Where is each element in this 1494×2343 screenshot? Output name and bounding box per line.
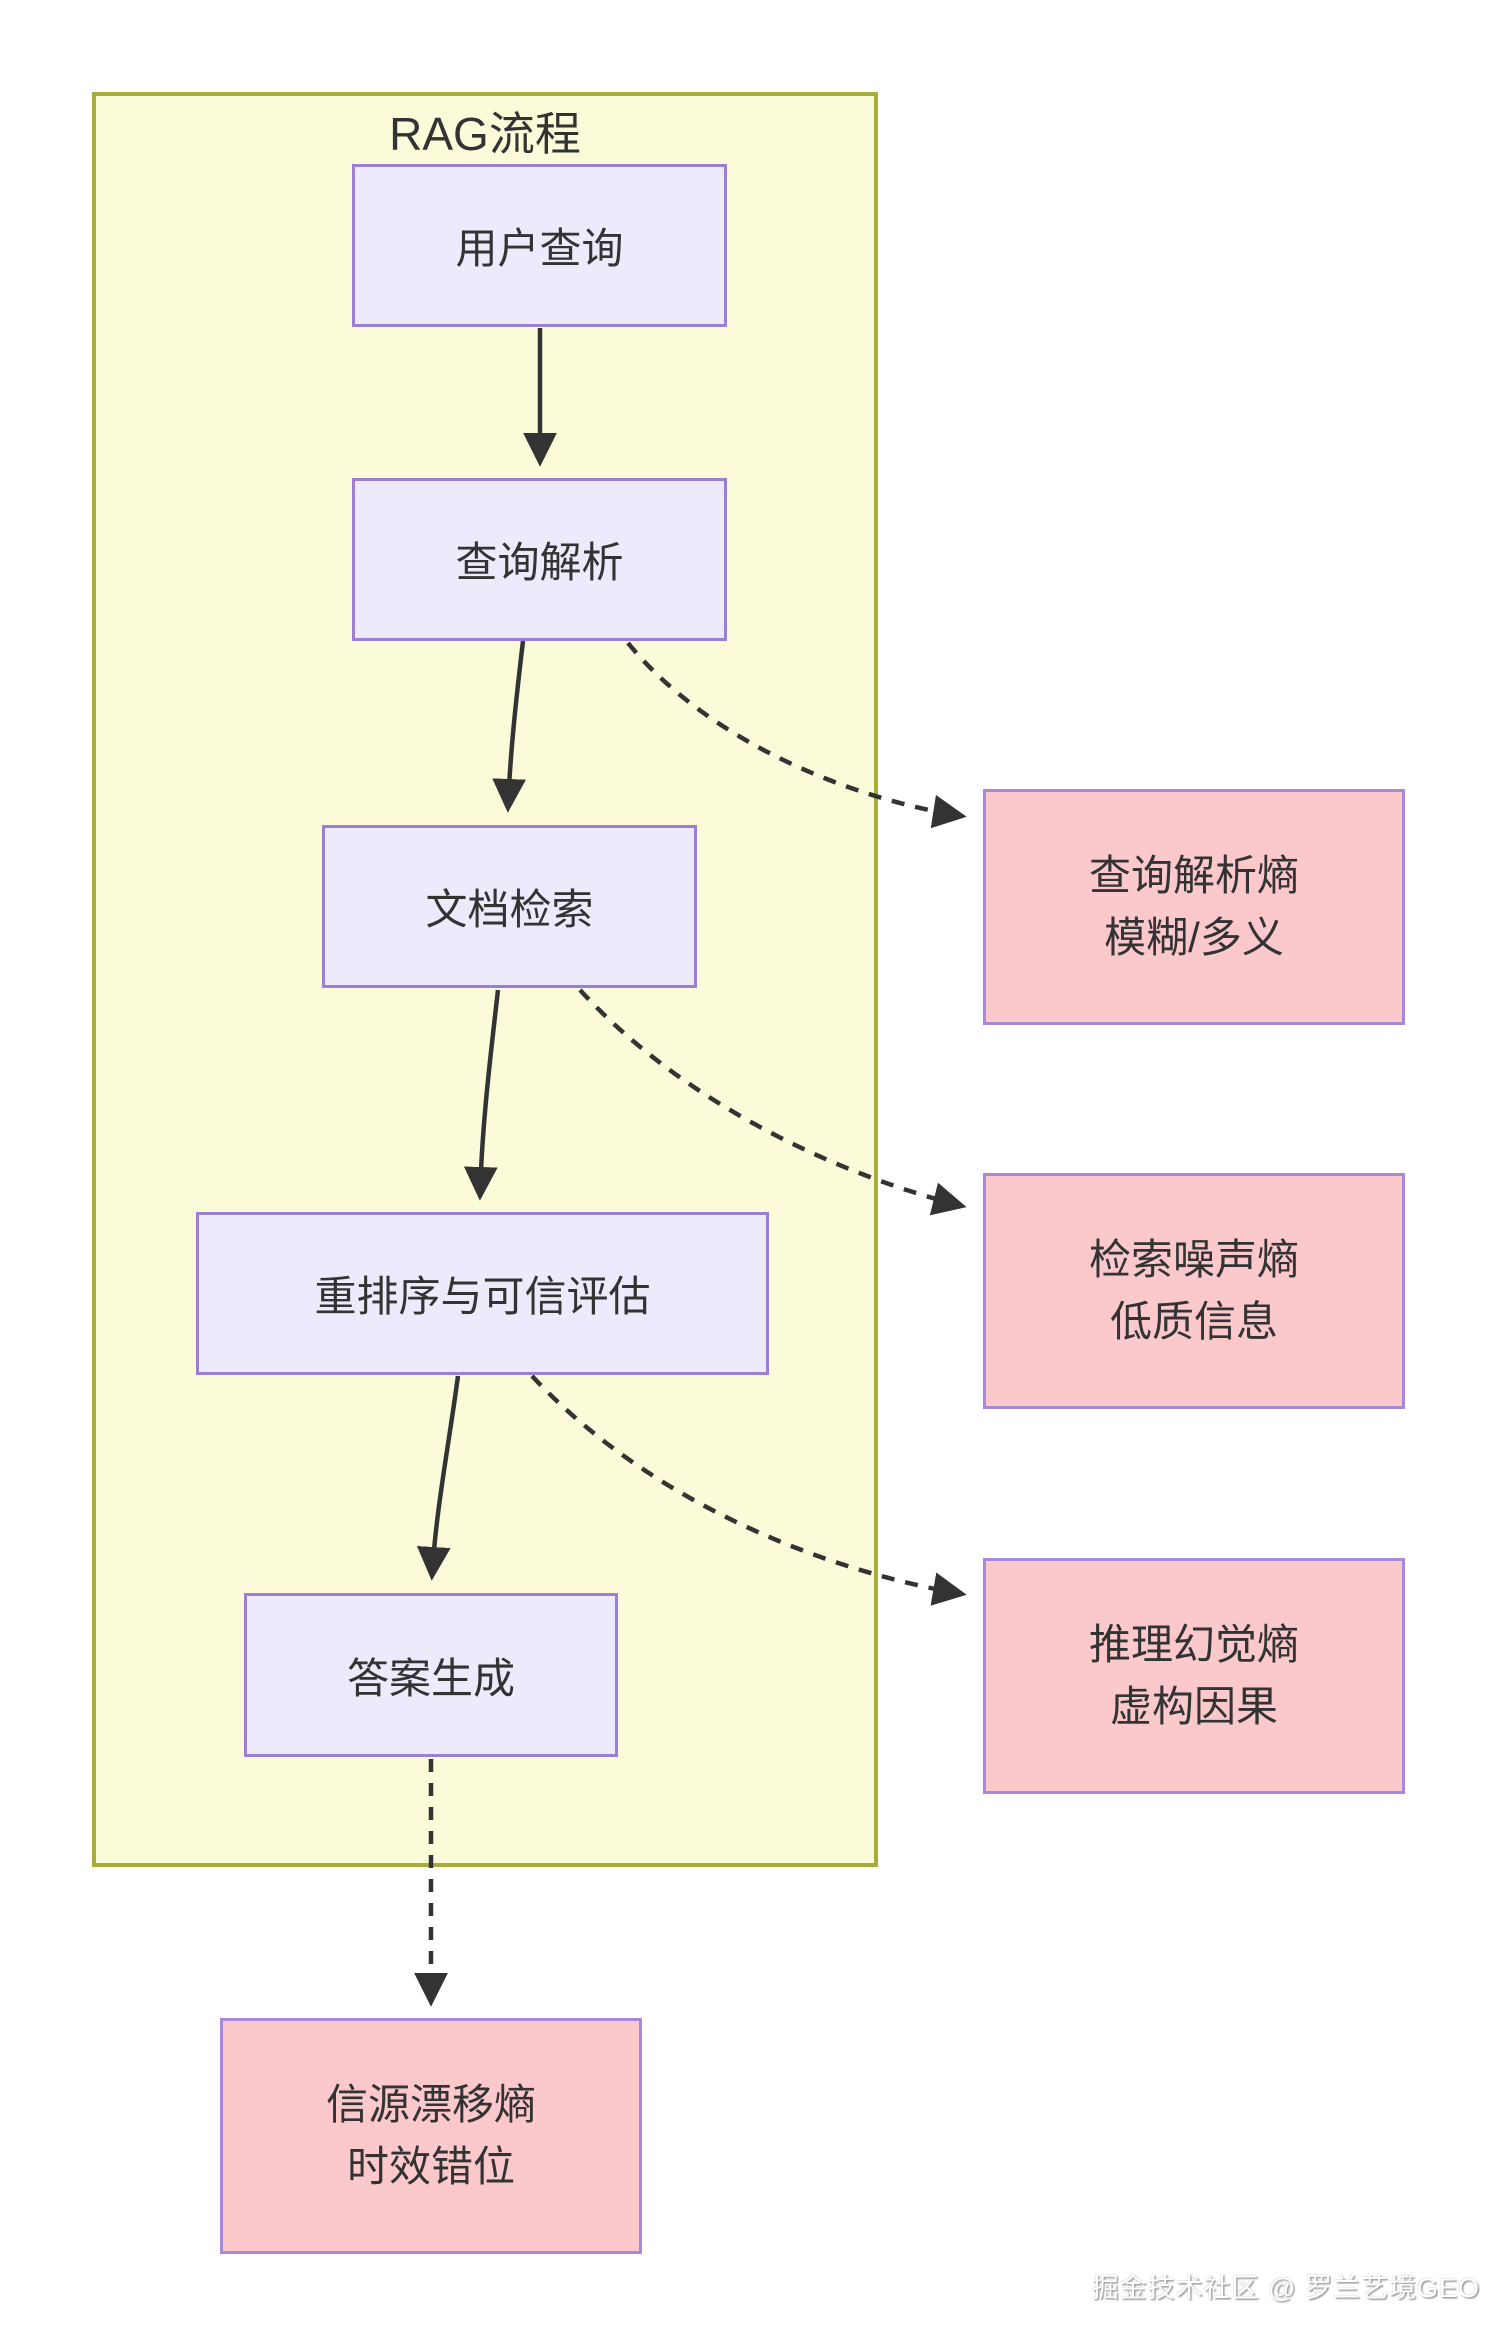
flow-node-label: 用户查询 — [455, 225, 624, 272]
entropy-node-source-drift: 信源漂移熵 时效错位 — [220, 2018, 642, 2254]
entropy-node-line2: 虚构因果 — [1109, 1683, 1278, 1730]
flow-node-query-parsing: 查询解析 — [352, 478, 727, 641]
entropy-node-line2: 低质信息 — [1109, 1298, 1278, 1345]
entropy-node-line1: 信源漂移熵 — [325, 2080, 536, 2128]
flow-node-label: 答案生成 — [346, 1654, 515, 1702]
flow-node-doc-retrieval: 文档检索 — [322, 825, 697, 988]
entropy-node-line2: 时效错位 — [346, 2143, 515, 2190]
rag-process-title: RAG流程 — [389, 108, 581, 160]
flow-node-label: 文档检索 — [425, 886, 594, 933]
flow-node-label: 查询解析 — [455, 539, 624, 586]
entropy-node-line1: 检索噪声熵 — [1088, 1235, 1299, 1283]
watermark-text: 掘金技术社区 @ 罗兰艺境GEO — [1091, 2273, 1480, 2303]
entropy-node-retrieval-noise: 检索噪声熵 低质信息 — [983, 1173, 1405, 1409]
flow-node-user-query: 用户查询 — [352, 164, 727, 327]
entropy-node-hallucination: 推理幻觉熵 虚构因果 — [983, 1558, 1405, 1794]
entropy-node-line2: 模糊/多义 — [1104, 914, 1284, 961]
entropy-node-line1: 推理幻觉熵 — [1088, 1620, 1299, 1668]
flow-node-rerank-trust: 重排序与可信评估 — [196, 1212, 769, 1375]
entropy-node-line1: 查询解析熵 — [1088, 851, 1299, 899]
flow-node-label: 重排序与可信评估 — [314, 1273, 651, 1320]
flow-node-answer-gen: 答案生成 — [244, 1593, 618, 1757]
entropy-node-query-parsing: 查询解析熵 模糊/多义 — [983, 789, 1405, 1025]
